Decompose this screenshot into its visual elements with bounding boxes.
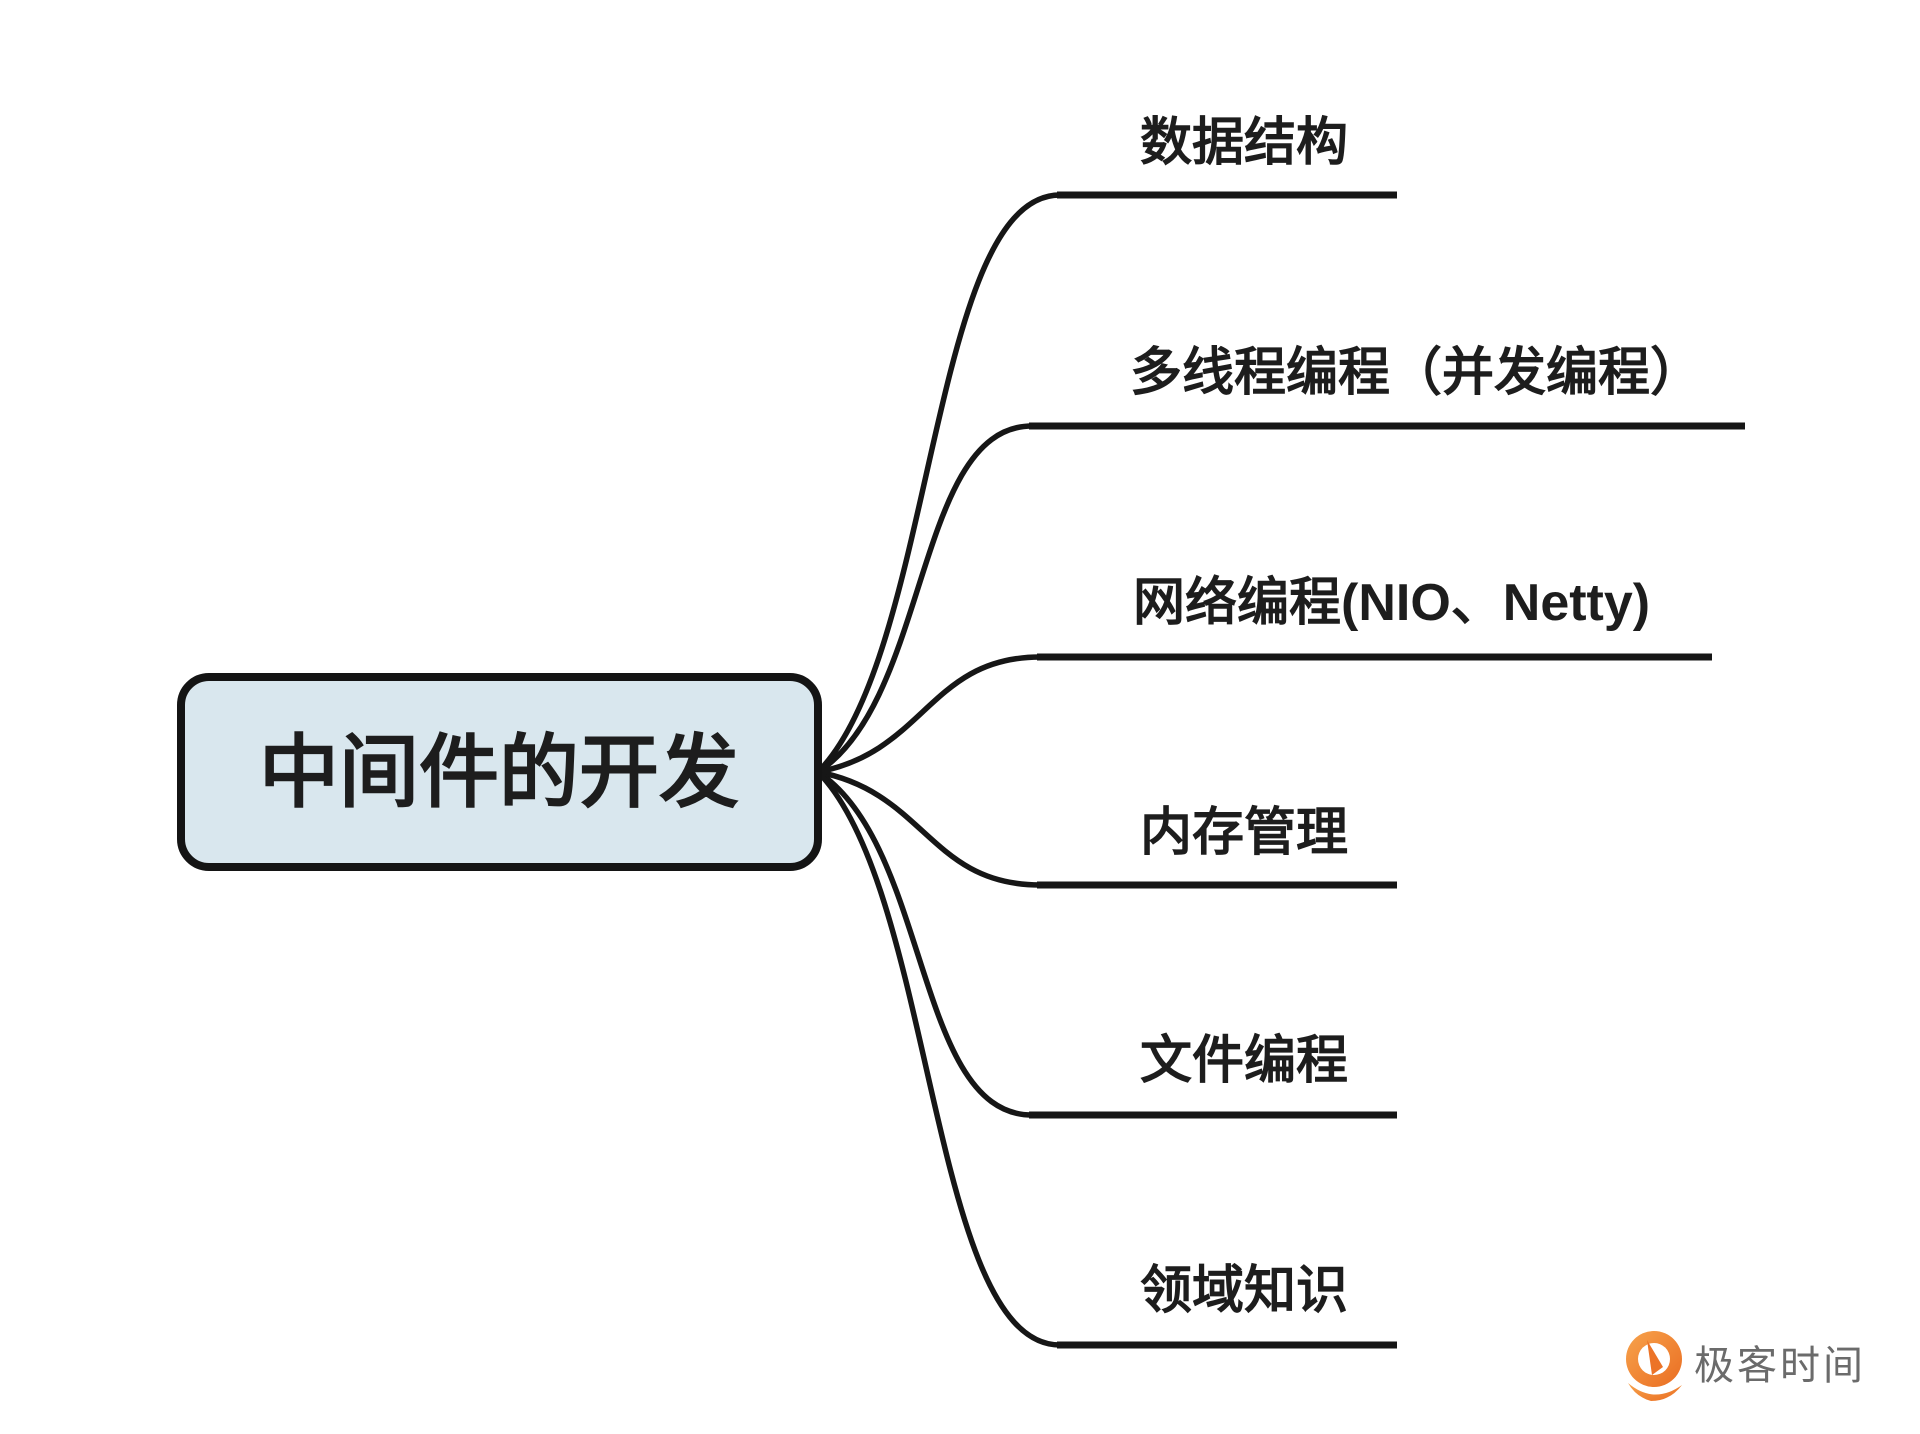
branch-label-multithreading[interactable]: 多线程编程（并发编程） bbox=[1130, 344, 1702, 402]
central-node[interactable]: 中间件的开发 bbox=[177, 673, 822, 871]
connector-domain bbox=[815, 769, 1063, 1348]
connector-data-structures bbox=[815, 192, 1063, 775]
brand-logo: 极客时间 bbox=[1626, 1331, 1866, 1401]
central-node-box[interactable] bbox=[177, 673, 822, 871]
connector-file bbox=[815, 769, 1035, 1118]
geektime-pin-clock-icon bbox=[1626, 1331, 1682, 1401]
central-node-label[interactable]: 中间件的开发 bbox=[259, 728, 739, 817]
connector-network bbox=[815, 654, 1043, 775]
branch-label-network[interactable]: 网络编程(NIO、Netty) bbox=[1133, 573, 1650, 632]
branch-label-data-structures[interactable]: 数据结构 bbox=[1140, 114, 1348, 172]
brand-logo-text: 极客时间 bbox=[1694, 1344, 1866, 1388]
connector-multithreading bbox=[815, 423, 1035, 775]
branch-labels: 数据结构 多线程编程（并发编程） 网络编程(NIO、Netty) 内存管理 文件… bbox=[1130, 114, 1702, 1320]
connector-memory bbox=[815, 769, 1043, 888]
branch-label-domain[interactable]: 领域知识 bbox=[1140, 1262, 1348, 1320]
branch-label-memory[interactable]: 内存管理 bbox=[1140, 804, 1348, 862]
branch-underlines bbox=[1029, 191, 1745, 1349]
branch-connectors bbox=[815, 192, 1063, 1348]
branch-label-file[interactable]: 文件编程 bbox=[1140, 1032, 1348, 1090]
